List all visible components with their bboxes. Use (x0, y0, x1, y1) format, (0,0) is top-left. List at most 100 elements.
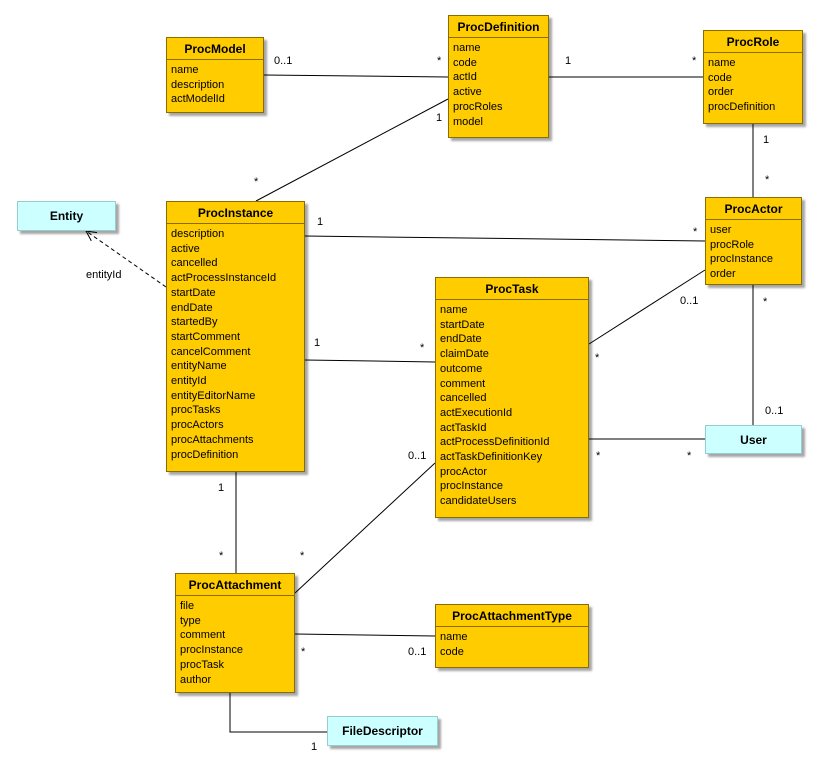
attribute: procInstance (440, 480, 503, 493)
attribute: procInstance (710, 253, 773, 266)
class-procinstance[interactable]: ProcInstance description active cancelle… (166, 201, 305, 472)
assoc-attachment-file (229, 693, 327, 733)
multiplicity-label: 1 (565, 55, 572, 67)
attribute: description (171, 78, 225, 91)
class-title: ProcAttachment (176, 574, 294, 596)
multiplicity-label: * (765, 174, 770, 186)
assoc-task-attachment (294, 462, 436, 594)
attribute: file (180, 600, 195, 612)
attribute: entityId (171, 375, 207, 388)
multiplicity-label: 0..1 (274, 55, 293, 67)
attribute: procDefinition (708, 101, 776, 114)
class-procdefinition[interactable]: ProcDefinition name code actId active pr… (448, 15, 549, 138)
attribute: entityName (171, 360, 227, 373)
attribute: cancelled (440, 392, 487, 405)
attribute: author (180, 673, 212, 686)
assoc-attachment-type (294, 633, 436, 637)
attribute: actProcessDefinitionId (440, 436, 550, 449)
attribute: entityEditorName (171, 389, 256, 402)
multiplicity-label: * (301, 646, 306, 658)
assoc-instance-actor (304, 235, 706, 242)
dependency-instance-entity (86, 231, 167, 288)
attribute: startComment (171, 330, 241, 343)
attribute: description (171, 228, 225, 240)
attribute: outcome (440, 362, 483, 375)
attribute: startDate (171, 286, 216, 299)
attribute: startedBy (171, 316, 218, 329)
multiplicity-label: * (687, 450, 692, 462)
multiplicity-label: * (693, 226, 698, 238)
assoc-definition-instance (255, 98, 449, 202)
attribute: endDate (440, 333, 482, 346)
attribute: actModelId (171, 93, 225, 106)
class-procactor[interactable]: ProcActor user procRole procInstance ord… (705, 197, 802, 285)
attribute: claimDate (440, 348, 489, 361)
multiplicity-label: 0..1 (408, 646, 427, 658)
class-title: ProcModel (167, 38, 263, 60)
attribute: procInstance (180, 644, 243, 657)
attribute-list: name code (436, 627, 588, 659)
multiplicity-label: * (437, 55, 442, 67)
multiplicity-label: * (420, 342, 425, 354)
attribute: active (171, 242, 200, 255)
multiplicity-label: * (219, 550, 224, 562)
attribute: startDate (440, 318, 485, 331)
attribute: procTask (180, 658, 225, 671)
multiplicity-label: 1 (311, 741, 318, 753)
multiplicity-label: * (763, 296, 768, 308)
attribute: code (708, 71, 732, 84)
attribute: name (453, 42, 481, 54)
attribute: user (710, 224, 732, 236)
attribute: actId (453, 71, 477, 84)
attribute: procRole (710, 238, 755, 251)
attribute: active (453, 86, 482, 99)
multiplicity-label: * (254, 176, 259, 188)
attribute: cancelComment (171, 345, 251, 358)
class-filedescriptor[interactable]: FileDescriptor (327, 716, 438, 746)
assoc-instance-task (304, 359, 436, 363)
attribute: type (180, 614, 201, 627)
attribute: code (440, 645, 464, 658)
multiplicity-label: 1 (314, 337, 321, 349)
class-user[interactable]: User (705, 425, 802, 454)
attribute: procTasks (171, 404, 221, 417)
attribute: code (453, 56, 477, 69)
class-procrole[interactable]: ProcRole name code order procDefinition (703, 30, 803, 124)
attribute: actProcessInstanceId (171, 272, 277, 285)
attribute-list: name startDate endDate claimDate outcome… (436, 300, 588, 509)
multiplicity-label: * (692, 55, 697, 67)
attribute: procRoles (453, 100, 503, 113)
multiplicity-label: 1 (317, 216, 324, 228)
class-title: ProcTask (436, 278, 588, 300)
attribute: actTaskId (440, 421, 487, 434)
attribute-list: user procRole procInstance order (706, 220, 801, 282)
multiplicity-label: * (596, 450, 601, 462)
attribute: name (440, 631, 468, 643)
multiplicity-label: * (595, 352, 600, 364)
class-procmodel[interactable]: ProcModel name description actModelId (166, 37, 264, 113)
class-title: ProcRole (704, 31, 802, 53)
attribute: name (708, 57, 736, 69)
multiplicity-label: 0..1 (680, 295, 699, 307)
class-procattachment[interactable]: ProcAttachment file type comment procIns… (175, 573, 295, 693)
attribute: comment (440, 377, 486, 390)
class-proctask[interactable]: ProcTask name startDate endDate claimDat… (435, 277, 589, 518)
multiplicity-label: 0..1 (765, 405, 784, 417)
attribute: model (453, 115, 483, 128)
attribute-list: description active cancelled actProcessI… (167, 224, 304, 462)
attribute-list: name description actModelId (167, 60, 263, 107)
class-title: ProcActor (706, 198, 801, 220)
attribute: procActors (171, 419, 224, 432)
attribute: endDate (171, 301, 213, 314)
class-procattachmenttype[interactable]: ProcAttachmentType name code (435, 604, 589, 668)
class-entity[interactable]: Entity (17, 201, 116, 231)
attribute: order (710, 268, 736, 281)
attribute: comment (180, 629, 226, 642)
multiplicity-label: 1 (436, 112, 443, 124)
assoc-model-definition (263, 74, 449, 78)
assoc-actor-task (588, 269, 706, 345)
attribute: cancelled (171, 257, 218, 270)
attribute: actExecutionId (440, 406, 513, 419)
attribute: order (708, 86, 734, 99)
